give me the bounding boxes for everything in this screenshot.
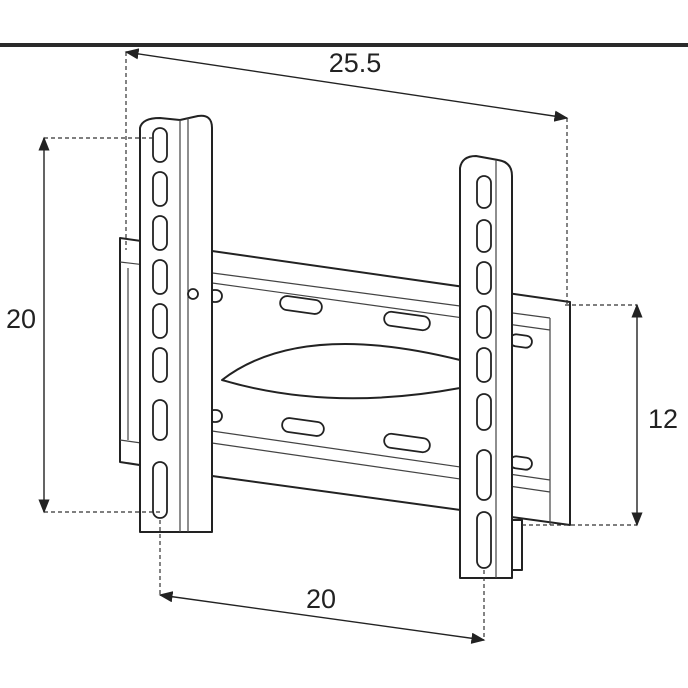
dimension-label-bottom-width: 20	[306, 584, 336, 614]
dimension-label-overall: 25.5	[329, 48, 382, 78]
dimension-label-left-height: 20	[6, 304, 36, 334]
left-bracket-slots	[152, 127, 168, 519]
right-vertical-bracket	[459, 155, 523, 579]
plate-slot	[383, 310, 431, 332]
top-border-line	[0, 43, 688, 47]
right-bracket-slots	[476, 175, 492, 569]
dimension-label-right-height: 12	[648, 404, 678, 434]
dimension-right-height: 12	[522, 303, 678, 527]
bolt-icon	[187, 288, 199, 300]
dimension-bottom-width: 20	[158, 520, 486, 644]
plate-slot	[279, 295, 323, 315]
dimension-left-height: 20	[6, 136, 160, 514]
plate-slot	[383, 432, 431, 454]
plate-slot	[281, 417, 325, 437]
dimension-overall: 25.5	[124, 48, 569, 305]
left-vertical-bracket	[139, 114, 213, 533]
